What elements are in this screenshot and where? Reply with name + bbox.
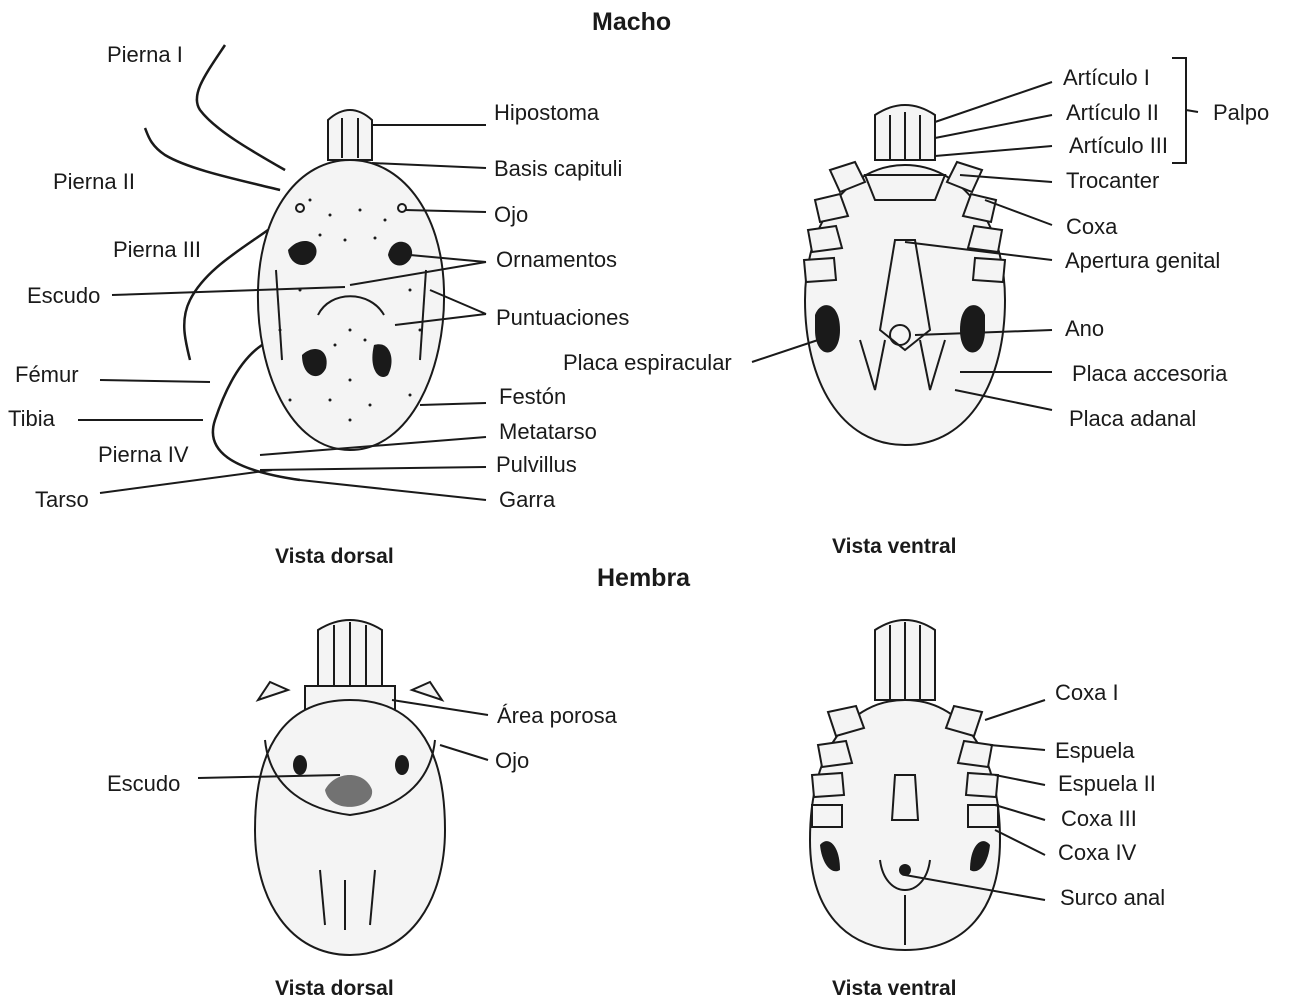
label-articulo-i: Artículo I [1063,67,1150,89]
label-coxa: Coxa [1066,216,1117,238]
label-espuela: Espuela [1055,740,1135,762]
label-ornamentos: Ornamentos [496,249,617,271]
label-apertura-genital: Apertura genital [1065,250,1220,272]
caption-male-dorsal: Vista dorsal [275,546,394,567]
label-trocanter: Trocanter [1066,170,1159,192]
label-metatarso: Metatarso [499,421,597,443]
label-articulo-iii: Artículo III [1069,135,1168,157]
label-coxa-iii: Coxa III [1061,808,1137,830]
label-feston: Festón [499,386,566,408]
label-escudo-male: Escudo [27,285,100,307]
female-dorsal-illustration [198,620,488,955]
label-ano: Ano [1065,318,1104,340]
label-placa-espiracular: Placa espiracular [563,352,732,374]
label-femur: Fémur [15,364,79,386]
label-coxa-iv: Coxa IV [1058,842,1136,864]
label-ojo-female: Ojo [495,750,529,772]
label-garra: Garra [499,489,555,511]
label-pierna-i: Pierna I [107,44,183,66]
label-area-porosa: Área porosa [497,705,617,727]
label-hipostoma: Hipostoma [494,102,599,124]
caption-male-ventral: Vista ventral [832,536,957,557]
label-pierna-iv: Pierna IV [98,444,189,466]
label-surco-anal: Surco anal [1060,887,1165,909]
male-section-title: Macho [592,10,671,35]
label-pierna-iii: Pierna III [113,239,201,261]
label-placa-adanal: Placa adanal [1069,408,1196,430]
female-ventral-illustration [810,620,1045,950]
label-coxa-i: Coxa I [1055,682,1119,704]
label-palpo: Palpo [1213,102,1269,124]
caption-female-dorsal: Vista dorsal [275,978,394,999]
caption-female-ventral: Vista ventral [832,978,957,999]
label-pierna-ii: Pierna II [53,171,135,193]
female-section-title: Hembra [597,566,690,591]
male-dorsal-body [258,160,444,450]
label-tarso: Tarso [35,489,89,511]
label-placa-accesoria: Placa accesoria [1072,363,1227,385]
male-dorsal-illustration [78,45,486,500]
label-ojo-male: Ojo [494,204,528,226]
male-dorsal-capitulum [328,110,372,160]
label-basis-capituli: Basis capituli [494,158,622,180]
label-pulvillus: Pulvillus [496,454,577,476]
label-espuela-ii: Espuela II [1058,773,1156,795]
label-tibia: Tibia [8,408,55,430]
female-dorsal-body [255,700,445,955]
label-puntuaciones: Puntuaciones [496,307,629,329]
label-articulo-ii: Artículo II [1066,102,1159,124]
label-escudo-female: Escudo [107,773,180,795]
